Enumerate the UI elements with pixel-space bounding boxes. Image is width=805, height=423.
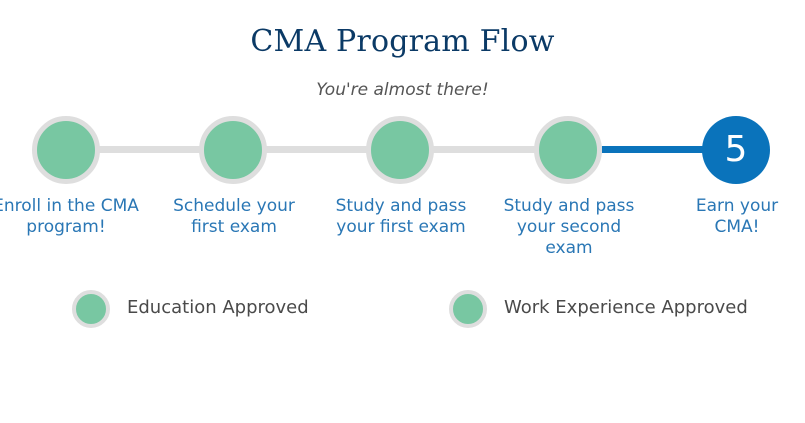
step-3-label: Study and pass your first exam [335, 196, 467, 237]
page-subtitle: You're almost there! [316, 80, 489, 100]
progress-track-complete [66, 146, 602, 153]
progress-track-current [602, 146, 736, 153]
step-2-circle [199, 116, 267, 184]
legend-education-dot [72, 290, 110, 328]
step-2-label: Schedule your first exam [173, 196, 295, 237]
legend-work-experience-dot [449, 290, 487, 328]
page-title: CMA Program Flow [250, 24, 555, 59]
step-1-label: Enroll in the CMA program! [0, 196, 139, 237]
legend-education-label: Education Approved [127, 297, 309, 318]
legend-work-experience-label: Work Experience Approved [504, 297, 748, 318]
step-1-circle [32, 116, 100, 184]
step-5-label: Earn your CMA! [695, 196, 779, 237]
step-4-label: Study and pass your second exam [503, 196, 635, 258]
step-3-circle [366, 116, 434, 184]
step-5-circle: 5 [702, 116, 770, 184]
step-4-circle [534, 116, 602, 184]
